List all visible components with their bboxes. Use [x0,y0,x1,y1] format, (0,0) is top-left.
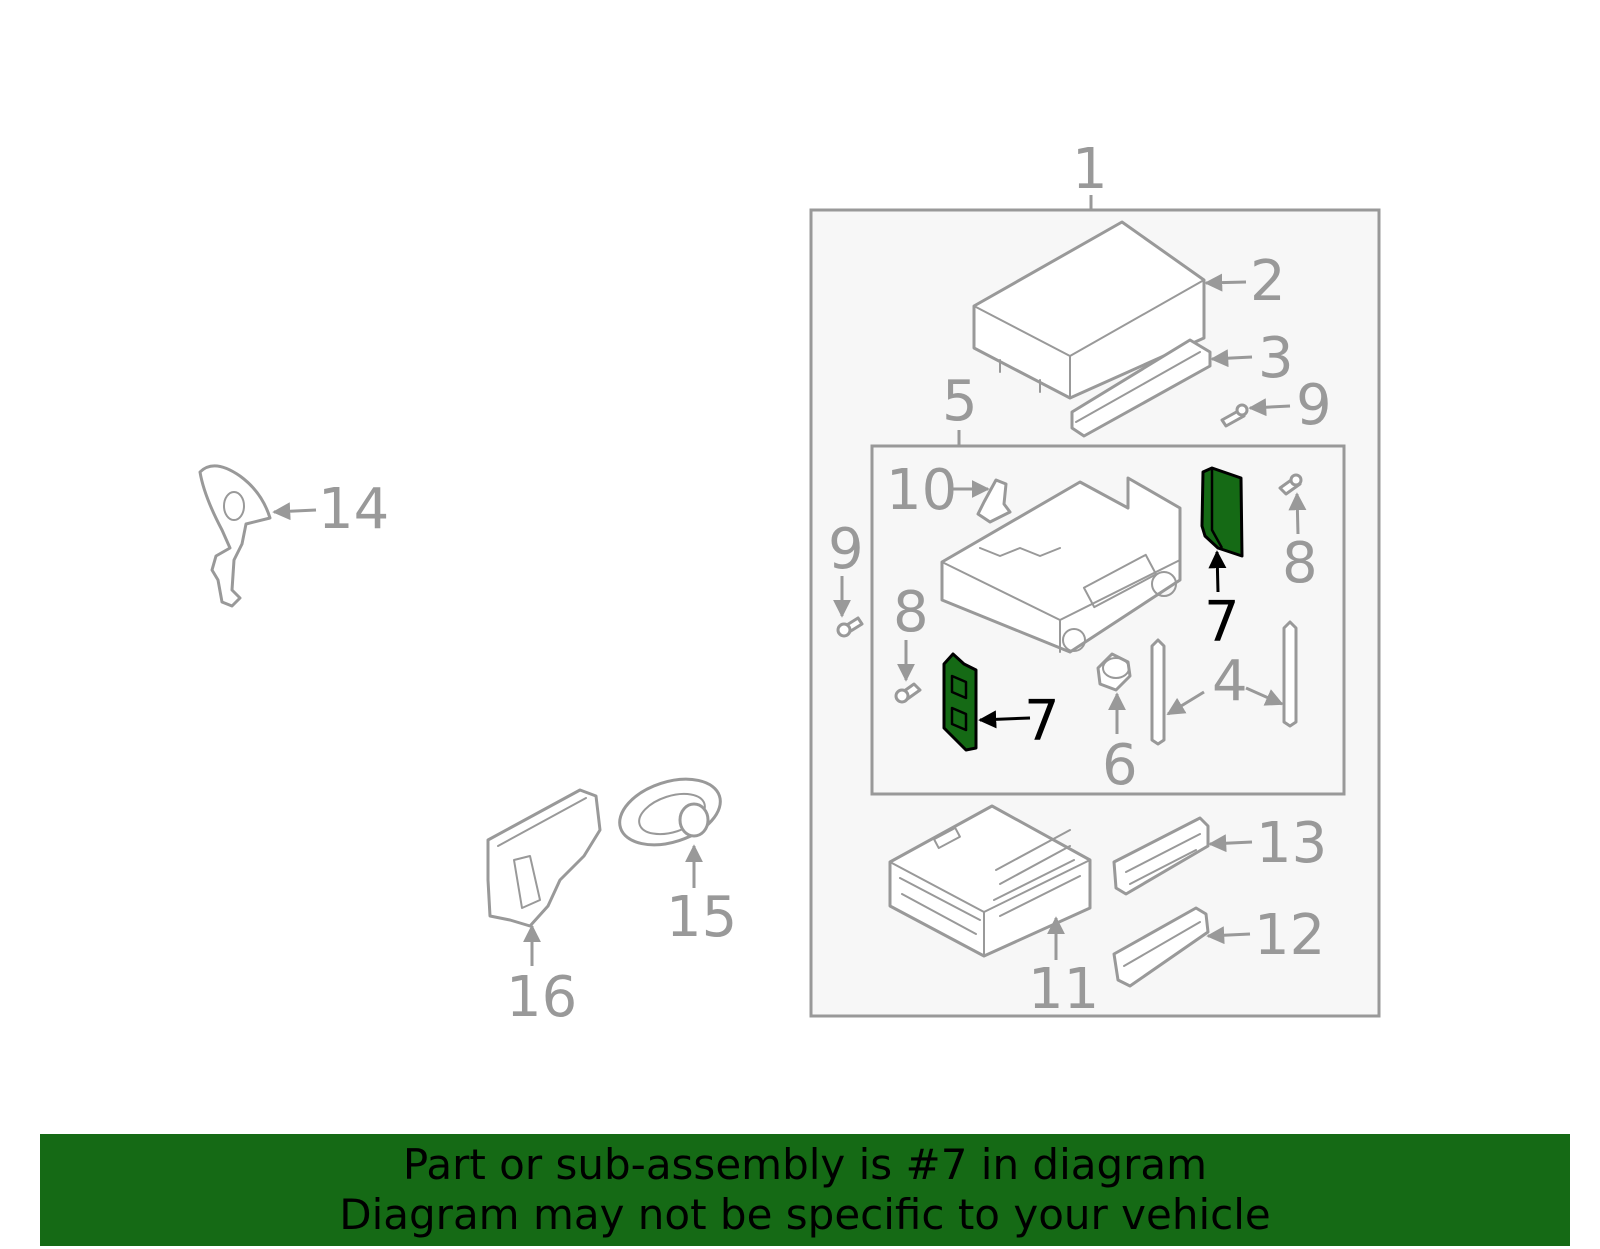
part-15-speaker [618,777,722,847]
callout-7-left[interactable]: 7 [1024,689,1060,754]
callout-16: 16 [506,965,577,1030]
banner-line-1: Part or sub-assembly is #7 in diagram [402,1140,1208,1189]
part-14-tweeter-bracket [198,464,272,608]
callout-2: 2 [1250,249,1286,314]
callout-8-right: 8 [1282,531,1318,596]
part-2-top-cover [972,220,1206,400]
part-13-control-panel [1112,816,1210,896]
callout-1: 1 [1072,137,1108,202]
part-6-knob [1096,652,1132,692]
callout-7-right[interactable]: 7 [1204,590,1240,655]
callout-12: 12 [1254,903,1325,968]
part-7-bracket-left [942,652,978,752]
callout-5: 5 [942,369,978,434]
callout-9-left: 9 [828,517,864,582]
part-7-bracket-right [1200,466,1244,558]
callout-6: 6 [1102,733,1138,798]
info-banner: Part or sub-assembly is #7 in diagram Di… [40,1134,1570,1246]
part-11-module [888,804,1092,958]
banner-line-2: Diagram may not be specific to your vehi… [339,1190,1271,1239]
callout-13: 13 [1256,811,1327,876]
part-10-clip [976,478,1012,524]
callout-3: 3 [1258,326,1294,391]
callout-4: 4 [1212,649,1248,714]
callout-9-top: 9 [1296,373,1332,438]
part-16-speaker-bracket [486,788,602,928]
part-3-bracket [1070,338,1212,438]
part-8-screw-left [894,682,922,704]
part-9-screw-top [1220,403,1249,428]
callout-11: 11 [1028,957,1099,1022]
callout-8-left: 8 [893,580,929,645]
part-8-screw-right [1278,473,1303,496]
part-9-screw-left [836,616,864,638]
radio-chassis [940,476,1182,654]
callout-15: 15 [666,885,737,950]
part-4-trim-strips [1150,620,1298,746]
callout-10: 10 [886,458,957,523]
callout-14: 14 [318,477,389,542]
